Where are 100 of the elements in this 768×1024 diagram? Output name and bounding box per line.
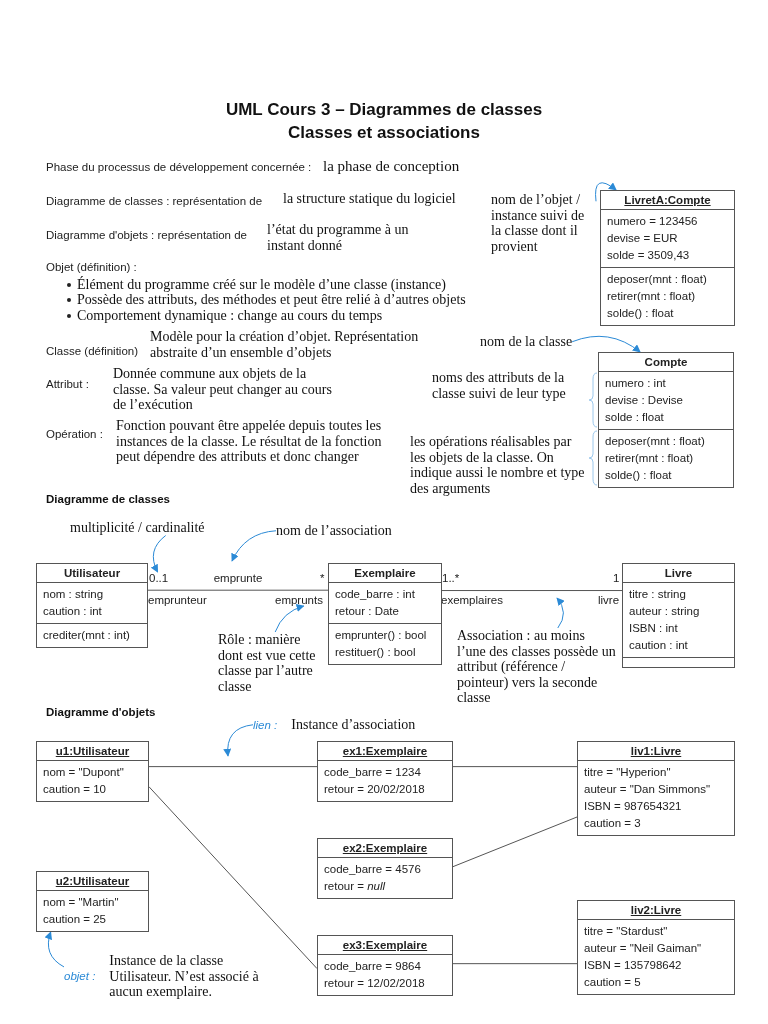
term-label: Objet (définition) : — [46, 261, 137, 273]
annotation-text: nom de l’association — [276, 523, 392, 539]
leader-arrow — [571, 335, 641, 353]
attribute-text: solde : float — [605, 410, 664, 425]
operation-text: retirer(mnt : float) — [607, 289, 696, 304]
class-box — [328, 563, 442, 665]
note-text: Modèle pour la création d’objet. Représentation abstraite d’un ensemble d’objets — [150, 329, 420, 360]
attribute-value: caution = 5 — [584, 975, 641, 990]
object-box — [317, 838, 453, 899]
multiplicity-label: emprunts — [275, 594, 323, 606]
association-line — [452, 963, 578, 965]
attribute-text: numero : int — [605, 376, 666, 391]
object-box — [36, 741, 149, 802]
attribute-value: solde = 3509,43 — [607, 248, 690, 263]
operation-text: restituer() : bool — [335, 645, 416, 660]
annotation-text: nom de la classe — [480, 334, 573, 350]
attribute-value: retour = null — [324, 879, 386, 894]
class-name: Livre — [664, 566, 693, 581]
term-label: Attribut : — [46, 378, 89, 390]
attribute-value: retour = 12/02/2018 — [324, 976, 425, 991]
annotation-text: nom de l’objet / instance suivi de la classe dont il provient — [491, 192, 596, 254]
term-label: Opération : — [46, 428, 103, 440]
note-text: Fonction pouvant être appelée depuis toutes les instances de la classe. Le résultat de la fonction peut dépendre des attributs et donc changer — [116, 418, 383, 465]
object-box — [577, 900, 735, 995]
subtitle: Classes et associations — [287, 123, 481, 143]
association-line — [148, 766, 318, 768]
object-name: u1:Utilisateur — [55, 744, 130, 759]
attribute-value: auteur = "Dan Simmons" — [584, 782, 711, 797]
class-name: Exemplaire — [354, 566, 416, 581]
note-text: la phase de conception — [323, 159, 460, 175]
term-label: Diagramme de classes : représentation de — [46, 195, 263, 207]
attribute-value: numero = 123456 — [607, 214, 698, 229]
attribute-value: code_barre = 9864 — [324, 959, 421, 974]
object-name: LivretA:Compte — [624, 193, 711, 208]
association-line — [147, 589, 329, 591]
attribute-value: auteur = "Neil Gaiman" — [584, 941, 702, 956]
class-name: Utilisateur — [63, 566, 121, 581]
object-box — [577, 741, 735, 836]
attribute-value: retour = 20/02/2018 — [324, 782, 425, 797]
attribute-text: caution : int — [629, 638, 688, 653]
section-heading: Diagramme d'objets — [46, 706, 156, 718]
association-line — [441, 590, 623, 592]
attribute-text: code_barre : int — [335, 587, 415, 602]
bullet-text: Comportement dynamique : change au cours du temps — [77, 308, 383, 324]
keyword-label: objet : — [64, 970, 96, 983]
object-box — [600, 190, 735, 326]
role-label: exemplaires — [441, 594, 503, 606]
bullet-text: Élément du programme créé sur le modèle d’une classe (instance) — [77, 277, 446, 293]
role-label: emprunteur — [148, 594, 207, 606]
attribute-value: caution = 3 — [584, 816, 641, 831]
attribute-value: titre = "Stardust" — [584, 924, 668, 939]
term-label: Phase du processus de développement concernée : — [46, 161, 312, 173]
class-name: Compte — [644, 355, 688, 370]
attribute-value: code_barre = 1234 — [324, 765, 421, 780]
operation-text: emprunter() : bool — [335, 628, 427, 643]
association-line — [452, 816, 578, 868]
annotation-text: multiplicité / cardinalité — [70, 520, 235, 536]
leader-arrow — [231, 530, 277, 562]
leader-arrow — [223, 724, 254, 757]
object-box — [317, 935, 453, 996]
leader-arrow — [150, 535, 167, 573]
attribute-value: code_barre = 4576 — [324, 862, 421, 877]
multiplicity-label: 1 — [613, 572, 620, 584]
operation-text: deposer(mnt : float) — [607, 272, 707, 287]
leader-arrow — [595, 182, 617, 202]
attribute-text: caution : int — [43, 604, 102, 619]
title: UML Cours 3 – Diagrammes de classes — [224, 100, 544, 120]
class-box — [598, 352, 734, 488]
attribute-text: ISBN : int — [629, 621, 678, 636]
object-name: ex2:Exemplaire — [342, 841, 428, 856]
attribute-value: ISBN = 135798642 — [584, 958, 682, 973]
attribute-text: auteur : string — [629, 604, 700, 619]
object-name: ex1:Exemplaire — [342, 744, 428, 759]
note-text: noms des attributs de la classe suivi de leur type — [432, 370, 567, 401]
attribute-value: caution = 25 — [43, 912, 106, 927]
role-label: livre — [598, 594, 620, 606]
object-box — [36, 871, 149, 932]
attribute-value: ISBN = 987654321 — [584, 799, 682, 814]
object-name: liv1:Livre — [630, 744, 682, 759]
edge-label: emprunte — [211, 572, 265, 585]
association-line — [148, 786, 318, 970]
attribute-value: nom = "Martin" — [43, 895, 119, 910]
operation-text: solde() : float — [605, 468, 672, 483]
object-name: liv2:Livre — [630, 903, 682, 918]
object-box — [317, 741, 453, 802]
bullet-text: Possède des attributs, des méthodes et peut être relié à d’autres objets — [77, 292, 466, 308]
attribute-text: devise : Devise — [605, 393, 683, 408]
operation-text: solde() : float — [607, 306, 674, 321]
note-text: les opérations réalisables par les objets de la classe. On indique aussi le nombre et type des arguments — [410, 434, 586, 496]
note-text: la structure statique du logiciel — [283, 191, 456, 207]
keyword-label: lien : — [253, 718, 278, 731]
section-heading: Diagramme de classes — [46, 493, 171, 505]
class-box — [622, 563, 735, 668]
attribute-value: nom = "Dupont" — [43, 765, 124, 780]
annotation-text: Instance d’association — [291, 717, 416, 733]
object-name: u2:Utilisateur — [55, 874, 130, 889]
object-name: ex3:Exemplaire — [342, 938, 428, 953]
attribute-value: titre = "Hyperion" — [584, 765, 671, 780]
annotation-text: Association : au moins l’une des classes possède un attribut (référence / pointeur) vers la seconde classe — [457, 628, 617, 706]
multiplicity-label: * — [320, 572, 325, 584]
